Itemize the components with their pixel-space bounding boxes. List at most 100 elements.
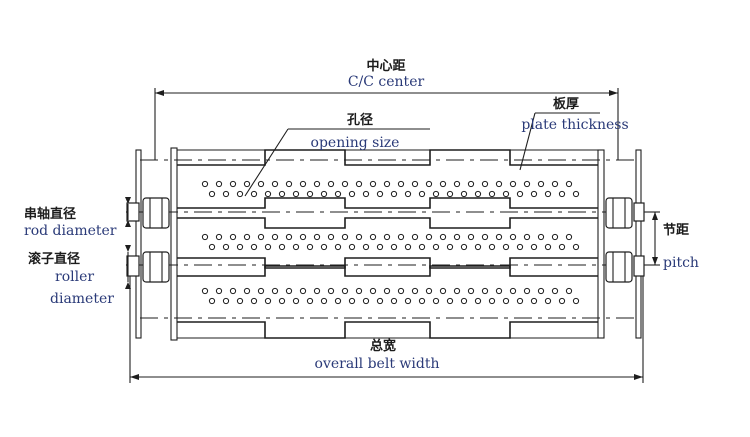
opening-hole xyxy=(516,190,524,198)
opening-hole xyxy=(425,287,433,295)
opening-hole xyxy=(572,243,580,251)
opening-hole xyxy=(383,180,391,188)
opening-hole xyxy=(271,233,279,241)
opening-hole xyxy=(348,190,356,198)
center-lines xyxy=(126,159,650,319)
plate-thickness-leader xyxy=(519,112,600,171)
opening-hole xyxy=(341,180,349,188)
opening-hole xyxy=(208,243,216,251)
opening-hole xyxy=(390,297,398,305)
opening-hole xyxy=(488,297,496,305)
opening-hole xyxy=(404,297,412,305)
opening-hole xyxy=(551,287,559,295)
opening-hole xyxy=(355,233,363,241)
opening-hole xyxy=(327,233,335,241)
opening-hole xyxy=(446,297,454,305)
cc-center-label-cn: 中心距 xyxy=(366,58,405,74)
opening-hole xyxy=(306,297,314,305)
opening-hole xyxy=(558,243,566,251)
opening-hole xyxy=(446,190,454,198)
opening-hole xyxy=(460,243,468,251)
opening-hole xyxy=(397,287,405,295)
opening-hole xyxy=(411,287,419,295)
opening-hole xyxy=(313,233,321,241)
opening-hole xyxy=(250,297,258,305)
opening-hole xyxy=(509,233,517,241)
opening-hole xyxy=(383,287,391,295)
opening-hole xyxy=(383,233,391,241)
roller-diameter-leader xyxy=(125,245,131,289)
opening-hole xyxy=(474,243,482,251)
opening-hole xyxy=(285,287,293,295)
opening-hole xyxy=(362,190,370,198)
opening-hole xyxy=(243,180,251,188)
opening-hole xyxy=(495,287,503,295)
opening-hole xyxy=(460,297,468,305)
opening-hole xyxy=(320,297,328,305)
opening-hole xyxy=(257,287,265,295)
opening-hole xyxy=(334,243,342,251)
opening-hole xyxy=(411,180,419,188)
opening-hole xyxy=(460,190,468,198)
plate-thickness-label-cn: 板厚 xyxy=(553,96,579,112)
opening-hole xyxy=(229,287,237,295)
opening-hole xyxy=(446,243,454,251)
opening-hole xyxy=(439,180,447,188)
opening-hole xyxy=(516,297,524,305)
opening-hole xyxy=(222,190,230,198)
opening-size-label-cn: 孔径 xyxy=(347,112,373,128)
opening-hole xyxy=(264,190,272,198)
opening-hole xyxy=(369,233,377,241)
opening-holes xyxy=(201,180,580,305)
cc-center-dimension xyxy=(154,88,619,160)
right-roller-bottom xyxy=(605,251,645,283)
opening-hole xyxy=(397,233,405,241)
opening-hole xyxy=(453,287,461,295)
opening-hole xyxy=(334,297,342,305)
opening-hole xyxy=(453,180,461,188)
opening-hole xyxy=(376,297,384,305)
opening-hole xyxy=(299,233,307,241)
opening-hole xyxy=(348,297,356,305)
opening-hole xyxy=(229,180,237,188)
opening-hole xyxy=(544,190,552,198)
rod-diameter-leader xyxy=(125,197,131,227)
opening-hole xyxy=(516,243,524,251)
opening-hole xyxy=(229,233,237,241)
opening-hole xyxy=(292,243,300,251)
opening-hole xyxy=(495,233,503,241)
opening-hole xyxy=(544,243,552,251)
opening-hole xyxy=(488,243,496,251)
overall-width-dimension xyxy=(129,260,644,383)
opening-hole xyxy=(425,180,433,188)
opening-hole xyxy=(537,233,545,241)
opening-hole xyxy=(376,190,384,198)
opening-hole xyxy=(201,180,209,188)
opening-hole xyxy=(481,287,489,295)
opening-hole xyxy=(236,190,244,198)
right-roller-top xyxy=(605,197,645,229)
opening-hole xyxy=(271,287,279,295)
opening-hole xyxy=(313,180,321,188)
opening-hole xyxy=(243,287,251,295)
opening-hole xyxy=(341,287,349,295)
pitch-label-en: pitch xyxy=(663,255,699,271)
opening-hole xyxy=(292,190,300,198)
opening-hole xyxy=(523,180,531,188)
opening-hole xyxy=(320,190,328,198)
opening-hole xyxy=(432,297,440,305)
opening-hole xyxy=(215,287,223,295)
opening-hole xyxy=(565,233,573,241)
plate-thickness-label-en: plate thickness xyxy=(521,117,628,133)
opening-hole xyxy=(418,297,426,305)
opening-hole xyxy=(523,233,531,241)
opening-hole xyxy=(369,180,377,188)
opening-hole xyxy=(208,190,216,198)
opening-hole xyxy=(537,287,545,295)
rod-diameter-label-en: rod diameter xyxy=(24,223,117,239)
opening-hole xyxy=(222,297,230,305)
opening-hole xyxy=(292,297,300,305)
opening-hole xyxy=(299,180,307,188)
link-plate-1 xyxy=(177,149,598,209)
opening-hole xyxy=(355,180,363,188)
